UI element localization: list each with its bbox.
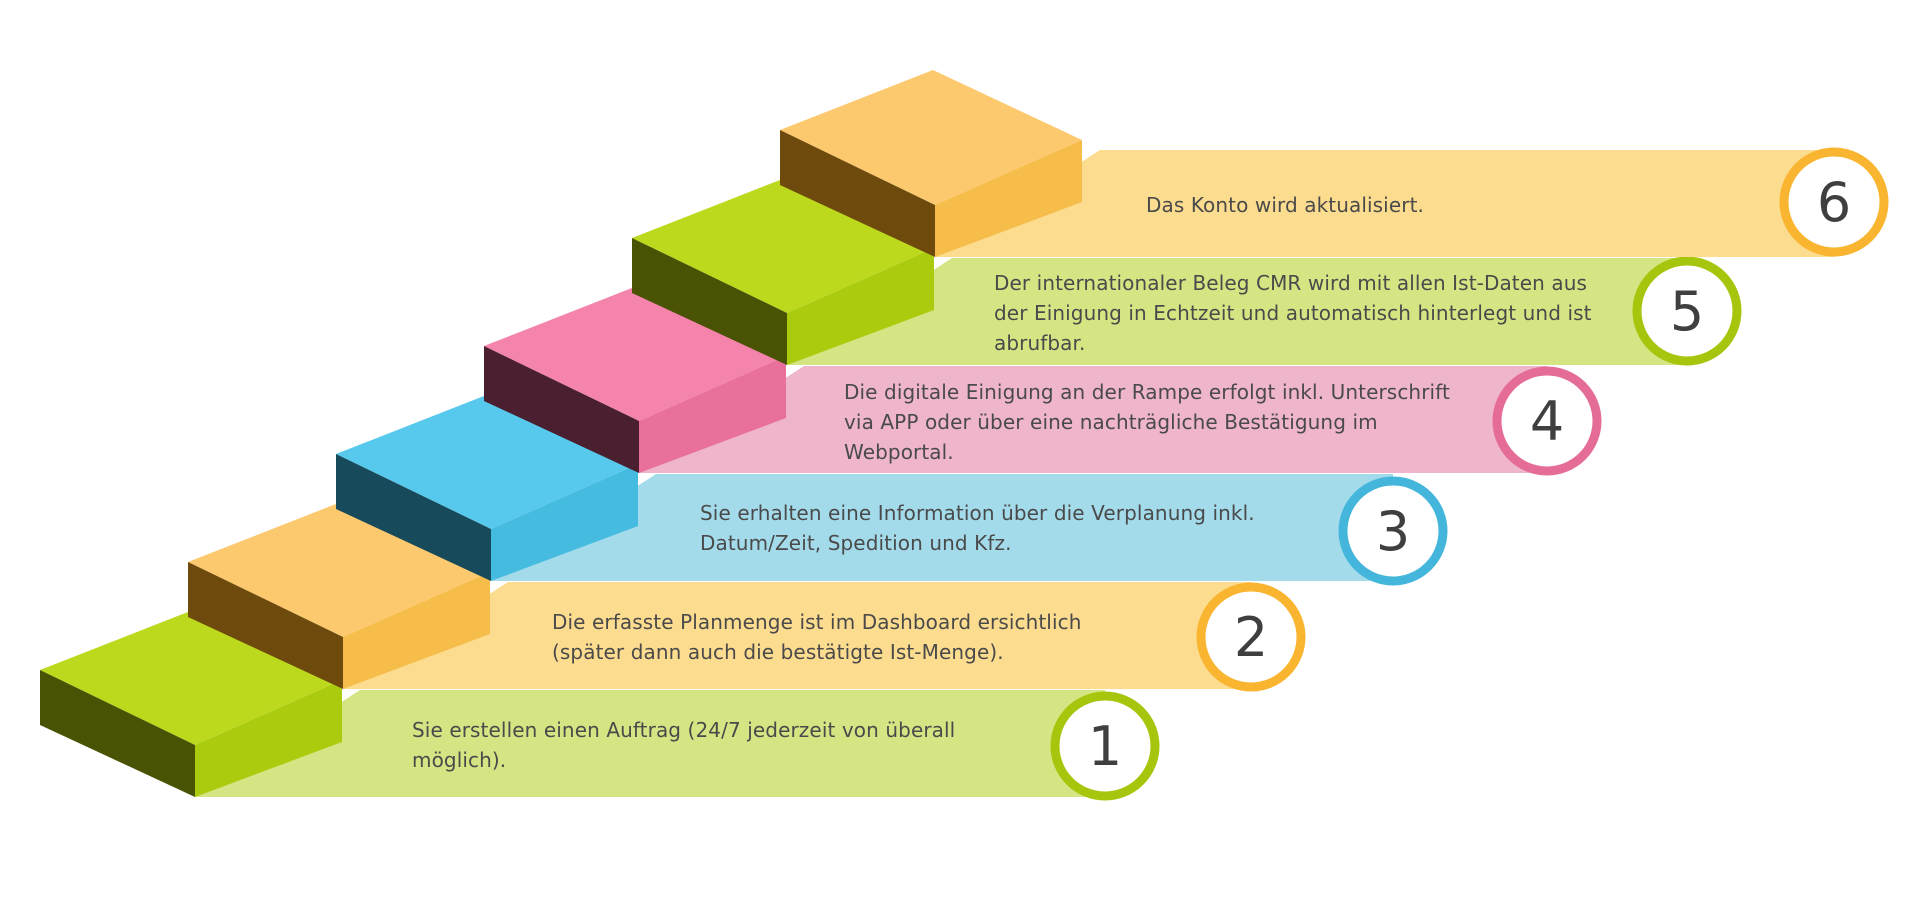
- step-5-band: [787, 258, 1687, 365]
- step-4-number: 4: [1530, 390, 1564, 453]
- step-3-block-top: [336, 394, 638, 529]
- step-3-ring: [1338, 476, 1448, 586]
- step-4-band: [639, 366, 1547, 473]
- step-6-block-front: [935, 140, 1082, 257]
- step-6-block-top: [780, 70, 1082, 205]
- step-1-text: Sie erstellen einen Auftrag (24/7 jederz…: [412, 718, 956, 772]
- step-3-number: 3: [1376, 500, 1410, 563]
- step-1-number: 1: [1088, 715, 1122, 778]
- step-3-text: Sie erhalten eine Information über die V…: [700, 501, 1255, 555]
- step-2-block-front: [343, 572, 490, 689]
- step-6-ring: [1779, 147, 1889, 257]
- step-4-ring: [1492, 366, 1602, 476]
- step-3-block-front: [491, 464, 638, 581]
- step-5-block-front: [787, 248, 934, 365]
- step-3-band: [491, 474, 1393, 581]
- step-2-block-left: [188, 562, 343, 689]
- step-5-number: 5: [1670, 280, 1704, 343]
- step-4-text: Die digitale Einigung an der Rampe erfol…: [844, 380, 1450, 464]
- step-1-block-front: [195, 680, 342, 797]
- step-5-text: Der internationaler Beleg CMR wird mit a…: [994, 271, 1592, 355]
- step-5-ring: [1632, 256, 1742, 366]
- step-2-block-top: [188, 502, 490, 637]
- step-2-band: [343, 582, 1251, 689]
- step-1-ring: [1050, 691, 1160, 801]
- step-2-number: 2: [1234, 606, 1268, 669]
- step-4-block-top: [484, 286, 786, 421]
- step-3-block-left: [336, 454, 491, 581]
- step-5-block-left: [632, 238, 787, 365]
- step-6-number: 6: [1817, 171, 1851, 234]
- step-4-block-front: [639, 356, 786, 473]
- step-1-block-left: [40, 670, 195, 797]
- step-6-text: Das Konto wird aktualisiert.: [1146, 193, 1424, 217]
- step-2-text: Die erfasste Planmenge ist im Dashboard …: [552, 610, 1082, 664]
- step-2-ring: [1196, 582, 1306, 692]
- step-6-band: [935, 150, 1834, 257]
- step-1-band: [195, 690, 1105, 797]
- step-5-block-top: [632, 178, 934, 313]
- step-6-block-left: [780, 130, 935, 257]
- step-1-block-top: [40, 610, 342, 745]
- step-4-block-left: [484, 346, 639, 473]
